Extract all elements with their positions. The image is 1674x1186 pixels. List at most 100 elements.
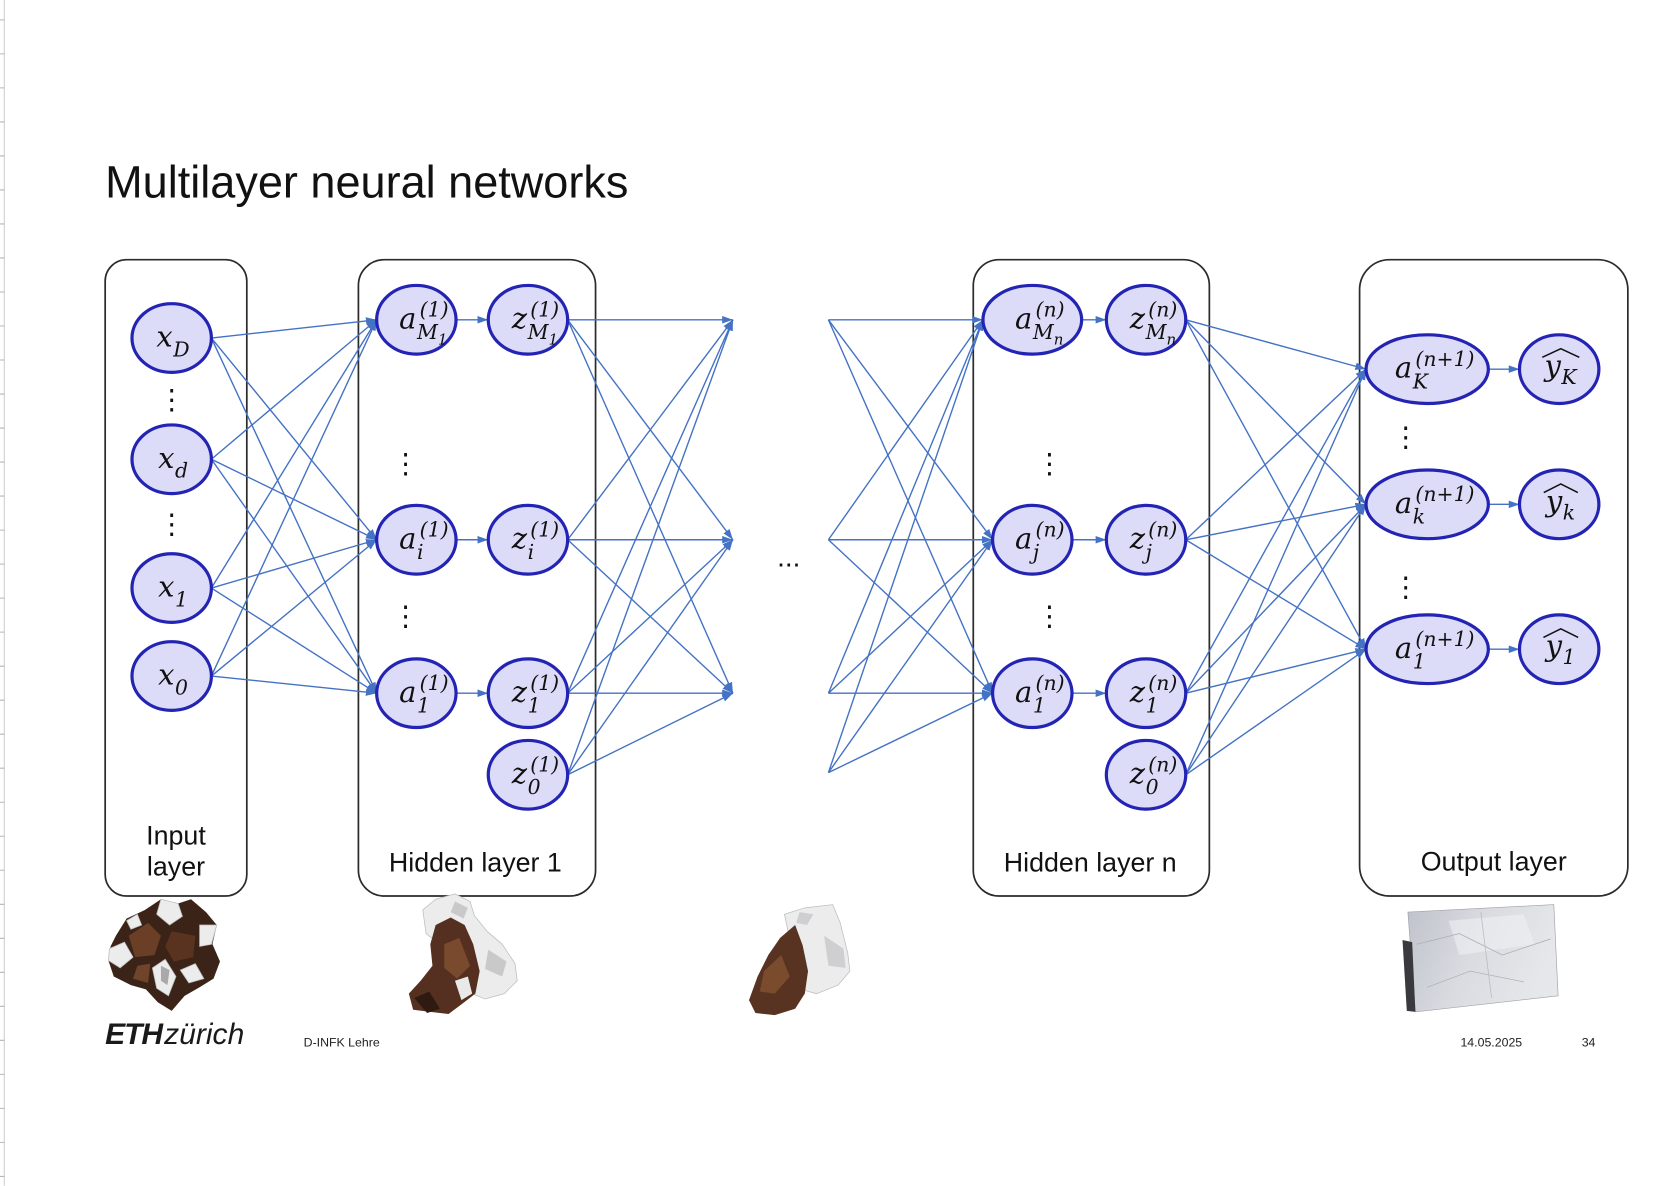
connection-arrow <box>1185 648 1367 776</box>
node-ellipse <box>130 640 214 712</box>
connection-arrow <box>1185 503 1367 776</box>
input-layer-label-line-2: layer <box>147 852 205 882</box>
connection-arrow <box>210 319 378 677</box>
node-label-sub: 1 <box>417 694 430 718</box>
connection-arrow <box>211 317 377 339</box>
node-ellipse <box>375 657 458 730</box>
node-label-base: a <box>399 521 416 555</box>
connection-arrow <box>210 337 378 694</box>
connection-arrow <box>827 319 994 694</box>
node-label-sup: (1) <box>420 671 449 695</box>
connection-arrow <box>567 319 734 694</box>
node-label-base: a <box>1015 301 1032 335</box>
node-label-base: a <box>1015 521 1032 555</box>
node-label-sup: (1) <box>420 298 449 322</box>
node-label-sub: D <box>172 337 189 361</box>
footer-date: 14.05.2025 <box>1460 1035 1522 1049</box>
node-a-1-hidden-layer-n: a(n)1 <box>990 657 1074 730</box>
connection-arrow <box>211 675 377 696</box>
connection-arrow <box>827 319 994 541</box>
node-ellipse <box>990 503 1074 576</box>
node-label-base: z <box>1129 301 1146 335</box>
node-label-sub: 1 <box>1413 650 1426 674</box>
node-label-sup: (n) <box>1036 298 1065 322</box>
eth-zurich-logo: ETH zürich <box>105 1018 244 1051</box>
crumpled-paper-image-2 <box>408 893 518 1015</box>
node-label-base: x <box>158 658 174 692</box>
connection-arrow <box>827 539 994 694</box>
node-label-subsub: n <box>1054 330 1064 348</box>
node-label-sub: 1 <box>1033 694 1046 718</box>
node-ellipse <box>486 283 570 356</box>
connection-arrow <box>1185 368 1367 694</box>
output-vdots-lower: ⋮ <box>1392 571 1420 604</box>
crumpled-paper-image-1 <box>107 898 220 1011</box>
node-label-base: y <box>1544 629 1563 663</box>
node-label-sub: j <box>1142 540 1153 564</box>
connection-arrow <box>567 539 734 694</box>
connection-arrow <box>827 319 984 773</box>
hidden-layer-n-vdots-upper: ⋮ <box>1036 447 1064 480</box>
node-label-base: y <box>1542 349 1561 383</box>
node-ellipse <box>486 657 570 730</box>
node-z-0-hidden-layer-n: z(n)0 <box>1104 738 1188 811</box>
node-ellipse <box>1364 468 1490 541</box>
node-ellipse <box>130 552 214 624</box>
node-label-base: z <box>511 301 528 335</box>
node-ellipse <box>1104 283 1188 356</box>
footer-page-number: 34 <box>1582 1035 1596 1049</box>
node-label-sup: (1) <box>530 518 559 542</box>
input-layer-label-line-1: Input <box>146 821 206 851</box>
node-ellipse <box>1104 738 1188 811</box>
connection-arrow <box>210 319 378 460</box>
logo-eth-text: ETH <box>105 1018 164 1051</box>
node-ellipse <box>375 503 458 576</box>
node-label-base: z <box>1129 521 1146 555</box>
node-label-sub: M <box>1032 320 1055 344</box>
node-label-sub: K <box>1412 369 1430 393</box>
node-label-sub: i <box>528 540 535 564</box>
node-label-subsub: 1 <box>548 330 558 348</box>
node-label-sup: (n+1) <box>1415 482 1474 506</box>
node-label-sub: d <box>175 459 188 483</box>
hat-accent-icon <box>1543 483 1579 494</box>
connection-arrow <box>1185 502 1367 541</box>
node-label-sub: 1 <box>175 587 188 611</box>
node-ellipse <box>1517 468 1601 541</box>
connection-arrow <box>1185 648 1367 694</box>
node-label-sup: (n) <box>1148 298 1177 322</box>
node-z-1-hidden-layer-n: z(n)1 <box>1104 657 1188 730</box>
node-label-subsub: n <box>1166 330 1176 348</box>
node-a-j-hidden-layer-n: a(n)j <box>990 503 1074 576</box>
node-label-sub: k <box>1413 505 1425 529</box>
node-label-sub: k <box>1563 500 1575 524</box>
node-ellipse <box>130 302 214 374</box>
hat-accent-icon <box>1543 627 1579 639</box>
node-label-sub: i <box>417 540 424 564</box>
node-label-base: a <box>399 301 416 335</box>
node-label-sub: 1 <box>1146 694 1159 718</box>
node-label-base: x <box>156 320 172 354</box>
node-ellipse <box>1104 657 1188 730</box>
connection-arrow <box>1185 319 1367 505</box>
connection-arrow <box>1185 539 1367 650</box>
node-label-sub: K <box>1560 365 1578 389</box>
node-z-j-hidden-layer-n: z(n)j <box>1104 503 1188 576</box>
footer-department: D-INFK Lehre <box>304 1035 380 1049</box>
node-label-sub: M <box>1145 320 1168 344</box>
connection-arrow <box>827 319 984 694</box>
node-label-sub: 1 <box>528 694 541 718</box>
hidden-layer-n-label: Hidden layer n <box>1004 847 1177 877</box>
connection-arrow <box>1185 319 1367 650</box>
node-label-sup: (n+1) <box>1415 347 1474 371</box>
node-ellipse <box>1364 613 1490 686</box>
connection-arrow <box>211 539 377 589</box>
